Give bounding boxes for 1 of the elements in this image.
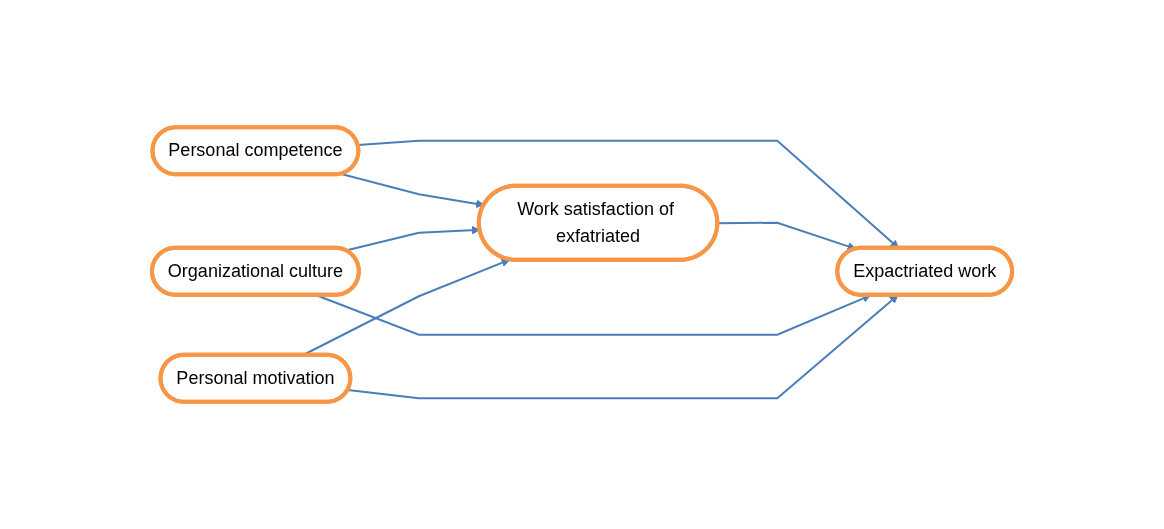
- arrow: [346, 294, 899, 400]
